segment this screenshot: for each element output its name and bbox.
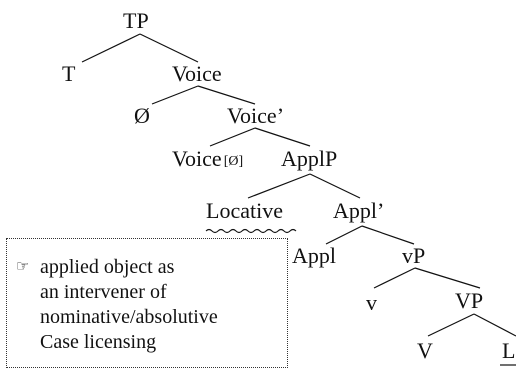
node-voice-bar: Voice’ [227, 103, 285, 128]
node-t: T [62, 61, 76, 86]
annotation-line-4: Case licensing [40, 331, 157, 353]
node-applp: ApplP [281, 146, 338, 171]
branch-tp-voice [139, 33, 199, 63]
branch-tp-t [81, 33, 141, 63]
branch-vp-v [427, 313, 475, 337]
branch-applp-applbar [309, 173, 361, 199]
branch-voice-voicebar [197, 85, 256, 105]
node-voice-head: Voice[Ø] [172, 148, 243, 170]
branch-applp-locative [247, 173, 311, 199]
branch-applbar-vp-little [361, 225, 415, 245]
branch-vp-little-v [373, 267, 416, 289]
pointing-hand-icon: ☞ [16, 257, 30, 275]
branch-applbar-appl [325, 225, 363, 245]
voice-head-feature: [Ø] [223, 154, 244, 169]
node-null-spec: Ø [134, 103, 150, 128]
annotation-line-3: nominative/absolutive [40, 306, 218, 328]
node-appl-bar: Appl’ [333, 198, 385, 223]
annotation-box [6, 238, 288, 368]
node-cut-label: L [502, 338, 516, 363]
node-voice: Voice [172, 61, 222, 86]
node-vp-little: vP [402, 243, 426, 268]
node-locative: Locative [206, 198, 283, 223]
node-appl: Appl [292, 243, 336, 268]
branch-vp-little-vp [414, 267, 481, 289]
branch-voicebar-voicehead [209, 127, 256, 147]
locative-wavy-underline [205, 228, 297, 234]
node-tp: TP [123, 8, 149, 33]
branch-voicebar-applp [254, 127, 311, 147]
node-v-little: v [366, 290, 377, 315]
node-v: V [417, 338, 433, 363]
node-vp: VP [455, 288, 484, 313]
branch-voice-null [151, 85, 199, 105]
annotation-line-1: applied object as [40, 256, 175, 278]
voice-head-label: Voice [172, 146, 222, 171]
branch-vp-cut [473, 313, 516, 337]
annotation-line-2: an intervener of [40, 281, 167, 303]
